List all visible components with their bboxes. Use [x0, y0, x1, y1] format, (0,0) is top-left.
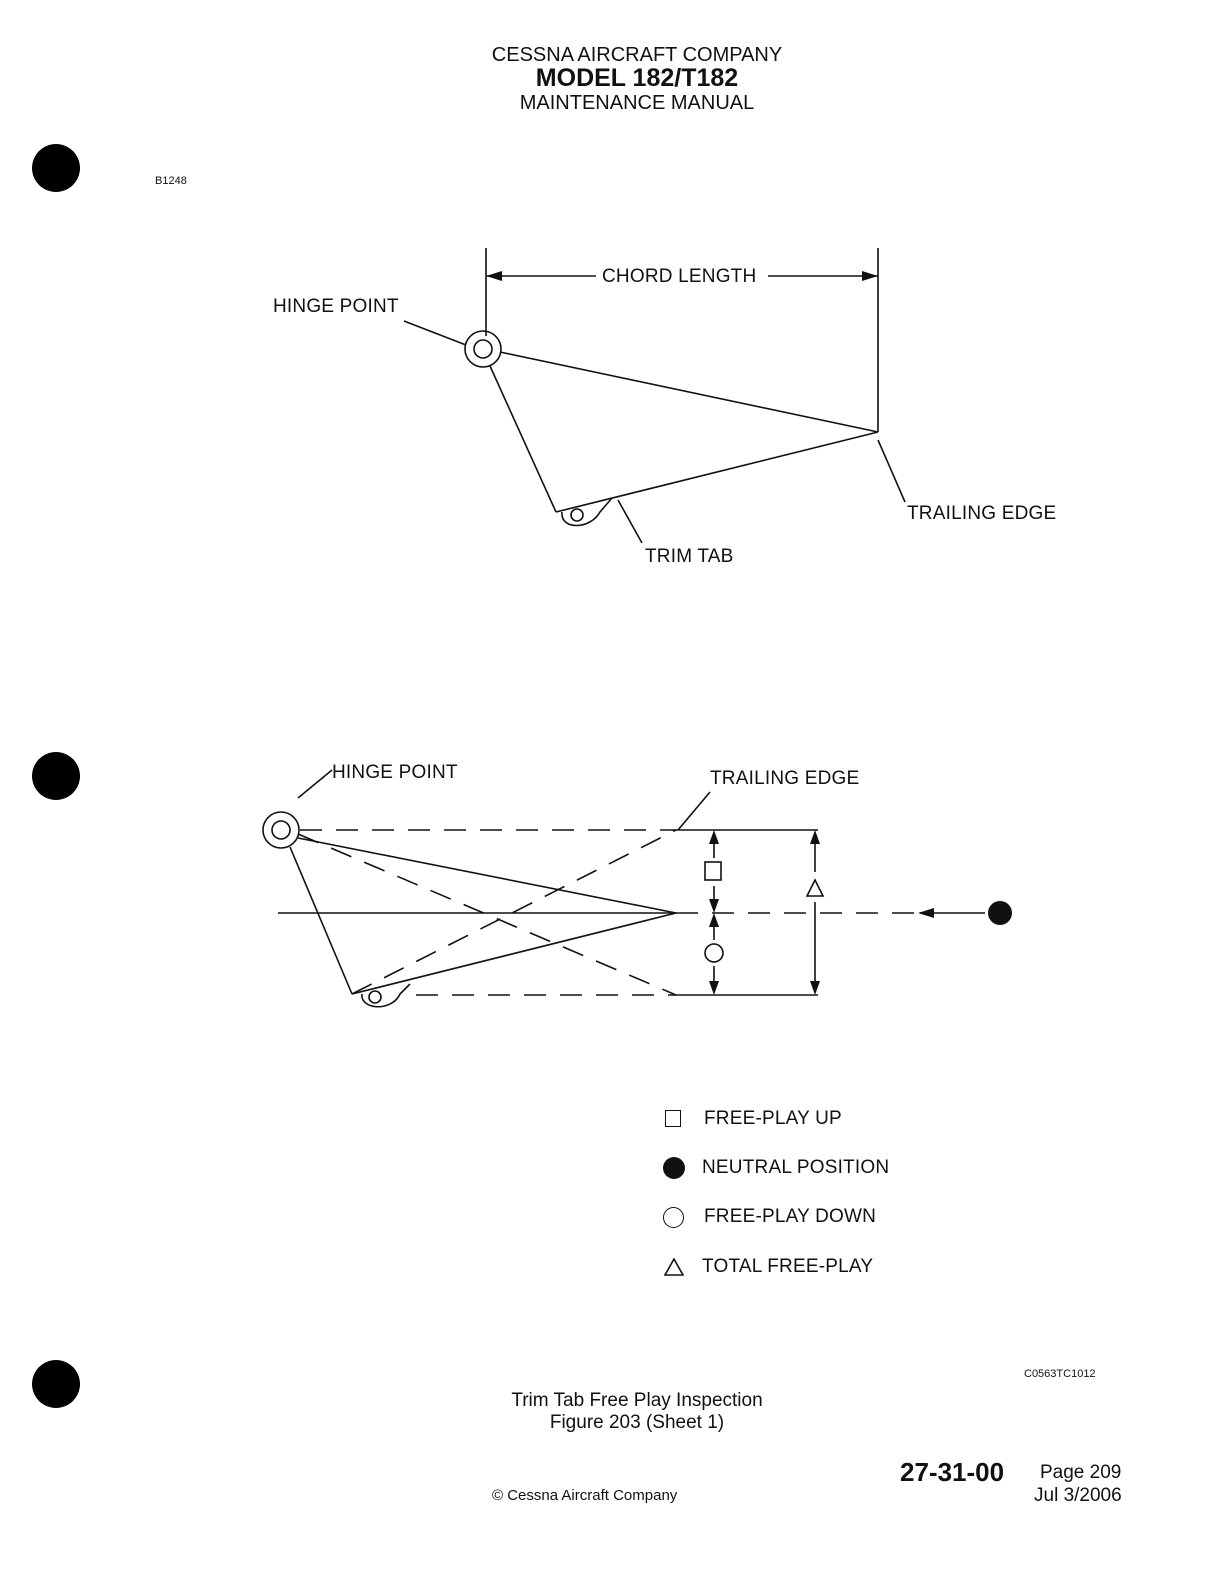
company-name: CESSNA AIRCRAFT COMPANY [491, 44, 783, 66]
hinge-point-label-top: HINGE POINT [273, 296, 399, 317]
binder-hole-bottom [32, 1360, 80, 1408]
copyright: © Cessna Aircraft Company [492, 1487, 678, 1504]
circle-icon [663, 1207, 684, 1228]
legend-label: FREE-PLAY DOWN [704, 1206, 877, 1227]
figure-ref-top: B1248 [155, 175, 187, 187]
trailing-edge-label-bottom: TRAILING EDGE [710, 768, 860, 789]
free-play-diagram [262, 769, 1012, 1008]
legend-label: FREE-PLAY UP [704, 1108, 842, 1129]
filled-circle-icon [663, 1157, 685, 1179]
hinge-point-label-bottom: HINGE POINT [332, 762, 458, 783]
binder-hole-top [32, 144, 80, 192]
legend: FREE-PLAY UP NEUTRAL POSITION FREE-PLAY … [662, 1108, 962, 1298]
trim-tab-chord-diagram [403, 248, 906, 544]
legend-label: TOTAL FREE-PLAY [702, 1256, 874, 1277]
square-icon [665, 1110, 681, 1127]
triangle-icon [664, 1258, 684, 1276]
trailing-edge-label-top: TRAILING EDGE [907, 503, 1057, 524]
manual-title: MAINTENANCE MANUAL [519, 92, 755, 114]
figure-ref-bottom: C0563TC1012 [1024, 1368, 1096, 1380]
model-title: MODEL 182/T182 [535, 64, 739, 92]
binder-hole-middle [32, 752, 80, 800]
figure-caption-number: Figure 203 (Sheet 1) [549, 1412, 725, 1433]
page-number: Page 209 [1040, 1462, 1122, 1483]
legend-label: NEUTRAL POSITION [702, 1157, 890, 1178]
trim-tab-label: TRIM TAB [645, 546, 734, 567]
chord-length-label: CHORD LENGTH [602, 266, 757, 287]
section-number: 27-31-00 [900, 1457, 1005, 1487]
revision-date: Jul 3/2006 [1034, 1485, 1122, 1506]
figure-caption-title: Trim Tab Free Play Inspection [511, 1390, 763, 1411]
